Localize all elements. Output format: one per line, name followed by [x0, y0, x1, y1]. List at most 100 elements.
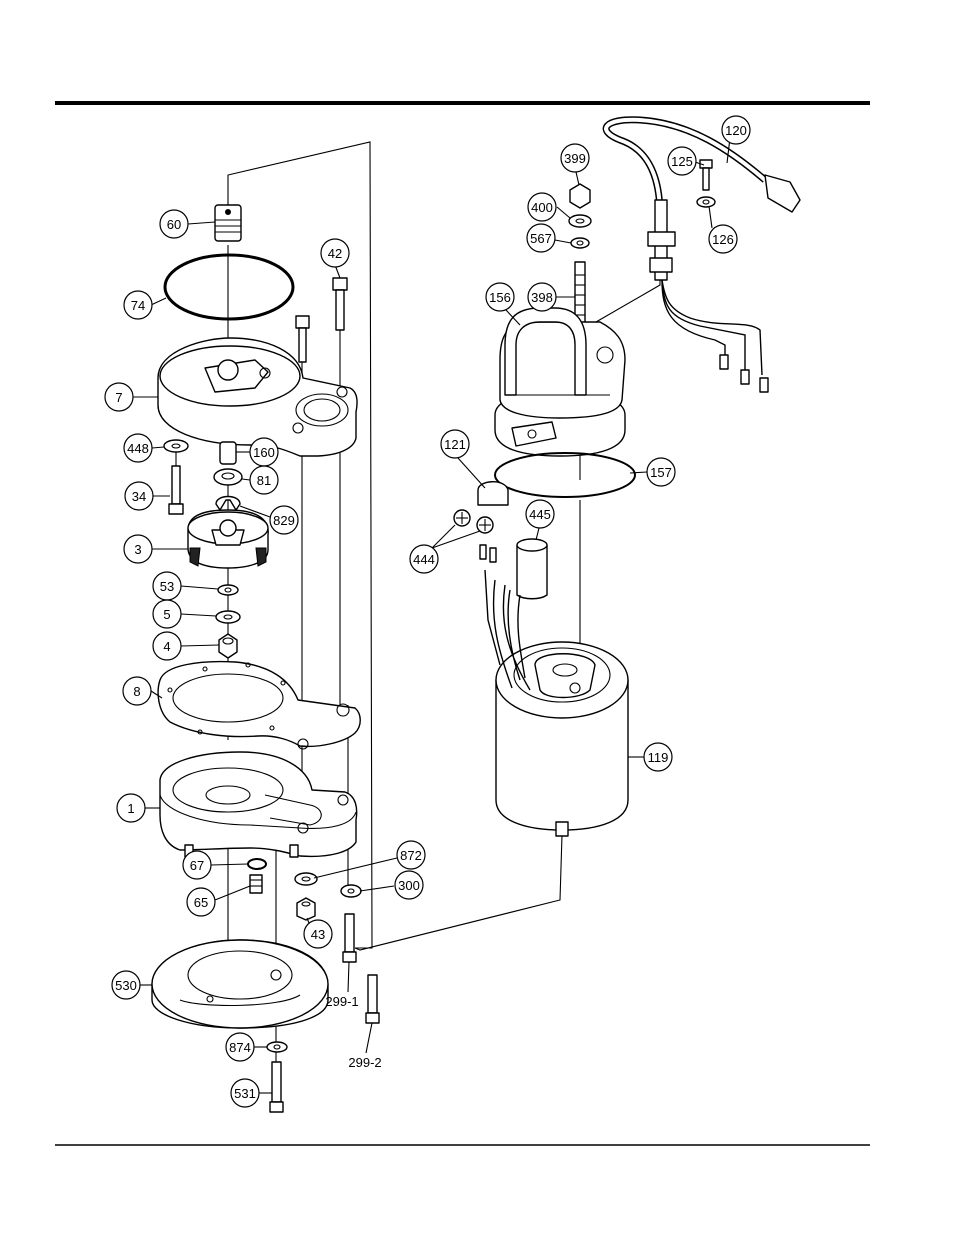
part-567-washer: [571, 238, 589, 248]
svg-text:65: 65: [194, 895, 208, 910]
part-445-capacitor: [517, 539, 547, 599]
part-5-washer: [216, 611, 240, 623]
svg-text:872: 872: [400, 848, 422, 863]
part-530-base: [152, 940, 328, 1028]
svg-text:43: 43: [311, 927, 325, 942]
callout-160: 160: [250, 438, 278, 466]
callout-872: 872: [397, 841, 425, 869]
callout-444: 444: [410, 545, 438, 573]
part-399-capnut: [570, 184, 590, 208]
part-3-impeller: [188, 510, 268, 568]
svg-text:530: 530: [115, 978, 137, 993]
svg-text:444: 444: [413, 552, 435, 567]
callout-42: 42: [321, 239, 349, 267]
callout-8: 8: [123, 677, 151, 705]
svg-text:53: 53: [160, 579, 174, 594]
part-74-oring: [165, 255, 293, 319]
part-531-bolt: [270, 1062, 283, 1112]
part-160-sleeve: [220, 442, 236, 464]
callout-74: 74: [124, 291, 152, 319]
svg-text:8: 8: [133, 684, 140, 699]
callout-156: 156: [486, 283, 514, 311]
callout-120: 120: [722, 116, 750, 144]
part-121-clamp: [478, 422, 556, 505]
part-34-bolt: [169, 466, 183, 514]
callout-43: 43: [304, 920, 332, 948]
part-126-washer: [697, 197, 715, 207]
svg-text:160: 160: [253, 445, 275, 460]
part-bolt-upper: [296, 316, 309, 362]
callout-874: 874: [226, 1033, 254, 1061]
part-119-motor: [480, 545, 628, 836]
part-872-washer: [295, 873, 317, 885]
callout-5: 5: [153, 600, 181, 628]
svg-text:400: 400: [531, 200, 553, 215]
part-1-casing: [160, 752, 357, 857]
svg-text:67: 67: [190, 858, 204, 873]
callout-126: 126: [709, 225, 737, 253]
callout-65: 65: [187, 888, 215, 916]
svg-text:125: 125: [671, 154, 693, 169]
part-444-screws: [454, 510, 493, 533]
svg-text:874: 874: [229, 1040, 251, 1055]
svg-text:81: 81: [257, 473, 271, 488]
svg-text:531: 531: [234, 1086, 256, 1101]
callout-4: 4: [153, 632, 181, 660]
part-4-nut: [219, 634, 237, 658]
svg-text:4: 4: [163, 639, 170, 654]
assembly-lines: [176, 142, 660, 1080]
part-300-washer: [341, 885, 361, 897]
callout-157: 157: [647, 458, 675, 486]
svg-text:156: 156: [489, 290, 511, 305]
svg-text:300: 300: [398, 878, 420, 893]
part-448-washer: [164, 440, 188, 452]
svg-text:3: 3: [134, 542, 141, 557]
svg-text:448: 448: [127, 441, 149, 456]
callout-531: 531: [231, 1079, 259, 1107]
callout-121: 121: [441, 430, 469, 458]
callout-445: 445: [526, 500, 554, 528]
callout-300: 300: [395, 871, 423, 899]
part-43-nut: [297, 898, 315, 920]
svg-text:1: 1: [127, 801, 134, 816]
svg-text:829: 829: [273, 513, 295, 528]
callout-398: 398: [528, 283, 556, 311]
callout-448: 448: [124, 434, 152, 462]
callout-399: 399: [561, 144, 589, 172]
svg-text:157: 157: [650, 465, 672, 480]
part-67-oring: [248, 859, 266, 869]
part-60-plug: [215, 205, 241, 241]
callout-530: 530: [112, 971, 140, 999]
part-400-washer: [569, 215, 591, 227]
part-81-seal: [214, 469, 242, 485]
callout-67: 67: [183, 851, 211, 879]
callout-119: 119: [644, 743, 672, 771]
part-53-washer: [218, 585, 238, 595]
callout-60: 60: [160, 210, 188, 238]
svg-text:126: 126: [712, 232, 734, 247]
callout-125: 125: [668, 147, 696, 175]
callout-400: 400: [528, 193, 556, 221]
part-7-housing: [158, 338, 357, 456]
part-8-gasket: [158, 662, 360, 749]
callout-34: 34: [125, 482, 153, 510]
callout-7: 7: [105, 383, 133, 411]
callout-567: 567: [527, 224, 555, 252]
svg-text:34: 34: [132, 489, 146, 504]
svg-text:567: 567: [530, 231, 552, 246]
svg-text:399: 399: [564, 151, 586, 166]
svg-text:74: 74: [131, 298, 145, 313]
svg-text:7: 7: [115, 390, 122, 405]
label-299-2: 299-2: [348, 1055, 381, 1070]
callout-53: 53: [153, 572, 181, 600]
callout-81: 81: [250, 466, 278, 494]
part-65-fitting: [250, 875, 262, 893]
svg-text:445: 445: [529, 507, 551, 522]
svg-text:121: 121: [444, 437, 466, 452]
svg-text:119: 119: [648, 750, 669, 765]
part-299-2-bolt: [366, 975, 379, 1023]
part-157-oring: [495, 453, 635, 497]
part-299-1-bolt: [343, 914, 356, 962]
